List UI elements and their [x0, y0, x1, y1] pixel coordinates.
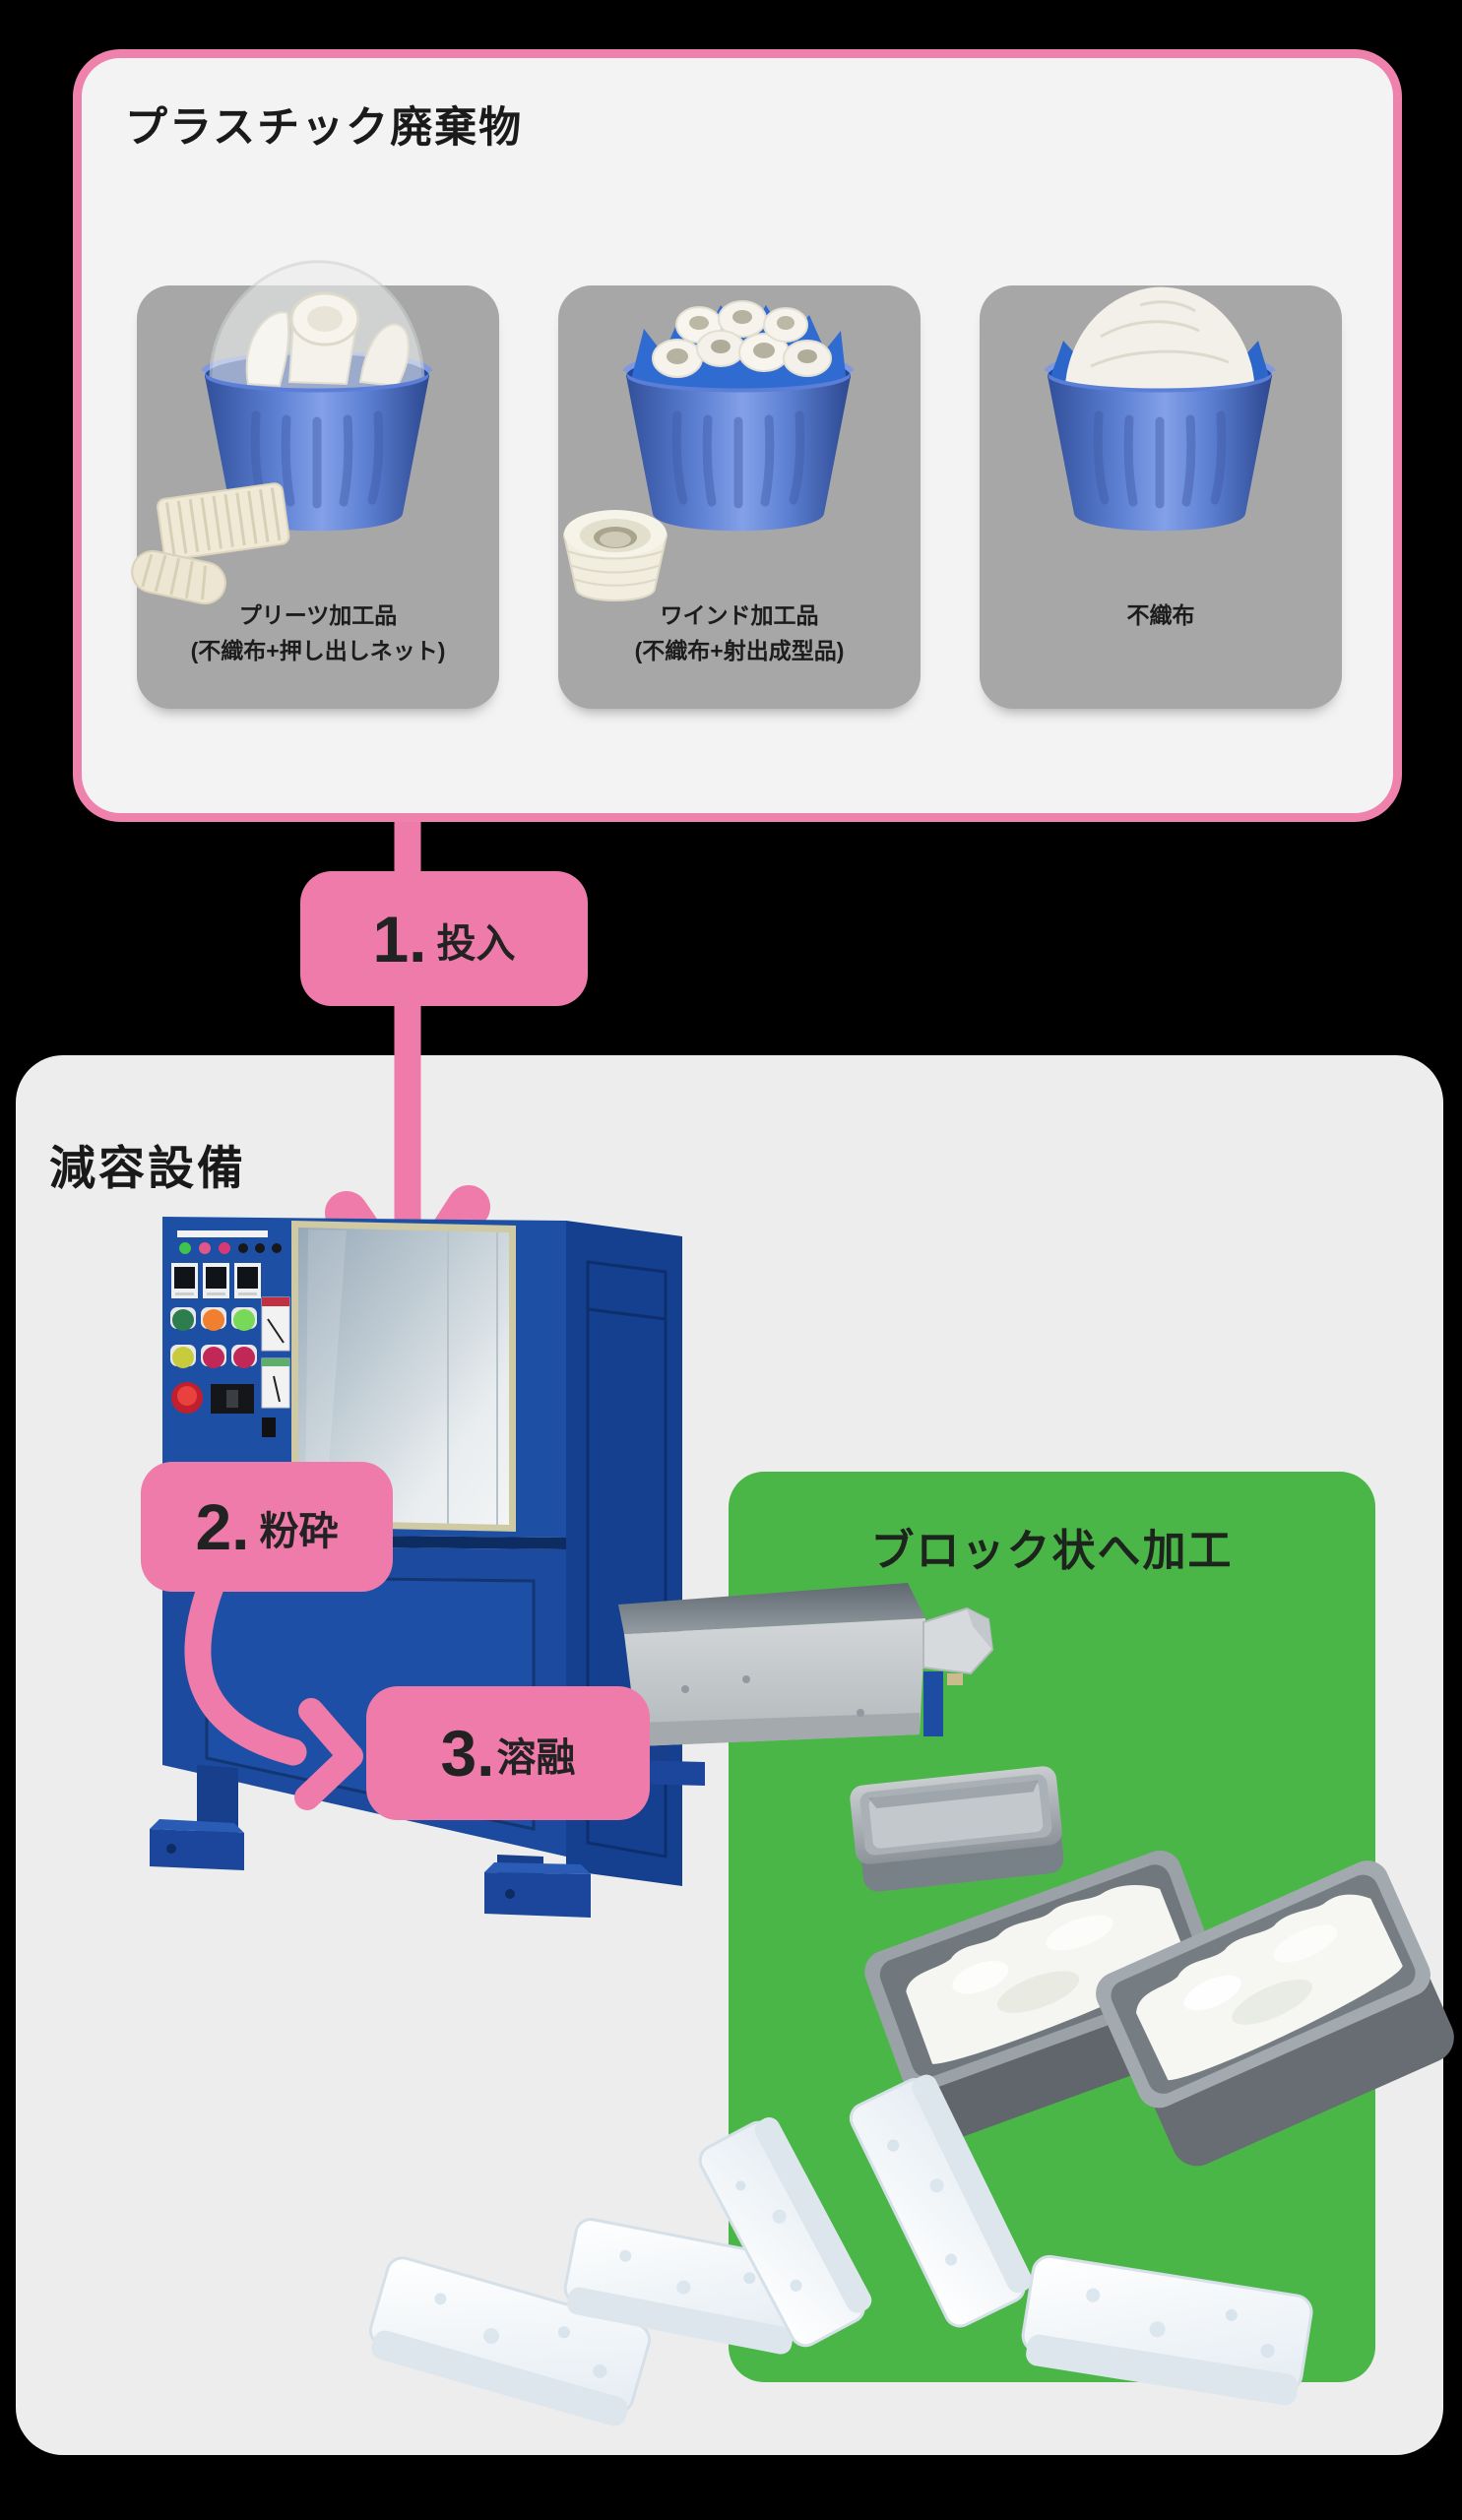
waste-card-nonwoven-label: 不織布 [980, 598, 1342, 634]
waste-card-nonwoven: 不織布 [980, 285, 1342, 709]
card3-line1: 不織布 [1126, 602, 1195, 628]
step-2-text: 粉砕 [259, 1510, 339, 1553]
wound-core-illustration [562, 510, 668, 601]
step-1-text: 投入 [436, 921, 516, 966]
step-1-label: 1. 投入 [300, 871, 588, 1006]
step-3-text: 溶融 [496, 1736, 576, 1780]
plastic-waste-title: プラスチック廃棄物 [125, 104, 524, 152]
waste-card-wound: ワインド加工品 (不織布+射出成型品) [558, 285, 921, 709]
card1-line1: プリーツ加工品 [238, 602, 398, 628]
waste-card-pleated: プリーツ加工品 (不織布+押し出しネット) [131, 260, 499, 709]
waste-card-wound-label: ワインド加工品 (不織布+射出成型品) [558, 598, 921, 668]
step-3-number: 3. [440, 1717, 495, 1790]
block-processing-panel: ブロック状へ加工 [729, 1472, 1375, 2382]
pleated-piece-small-illustration [131, 549, 226, 605]
step-1-number: 1. [372, 902, 427, 976]
card2-line2: (不織布+射出成型品) [634, 637, 845, 663]
block-processing-title: ブロック状へ加工 [870, 1527, 1234, 1575]
trash-bin-pleated-illustration [131, 260, 433, 605]
card2-line1: ワインド加工品 [660, 602, 819, 628]
waste-card-pleated-label: プリーツ加工品 (不織布+押し出しネット) [137, 598, 499, 668]
trash-bin-wound-illustration [562, 300, 855, 601]
step-2-number: 2. [195, 1490, 250, 1563]
pleated-net-piece-illustration [157, 482, 290, 561]
card1-line2: (不織布+押し出しネット) [190, 637, 446, 663]
step-3-label: 3. 溶融 [366, 1686, 650, 1820]
plastic-waste-panel: プラスチック廃棄物 [73, 49, 1402, 822]
step-2-label: 2. 粉砕 [141, 1462, 393, 1592]
trash-bin-nonwoven-illustration [1044, 286, 1276, 532]
reduction-equipment-title: 減容設備 [49, 1142, 246, 1194]
